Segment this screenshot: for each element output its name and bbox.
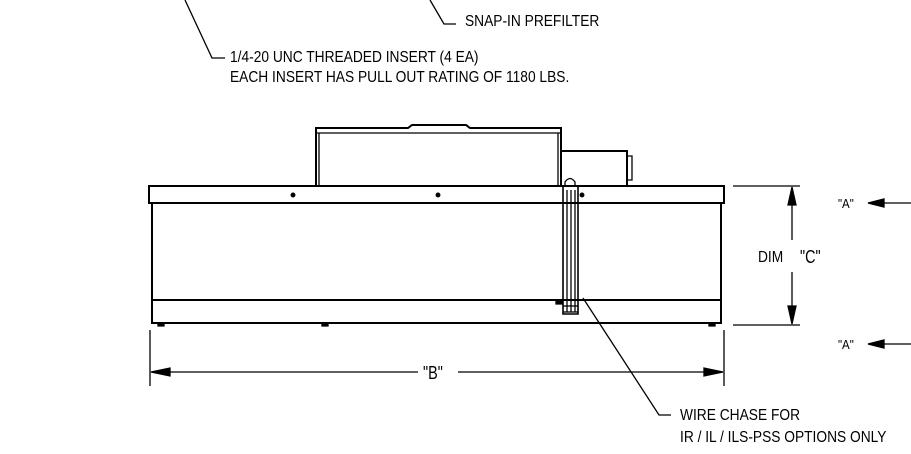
wire-chase bbox=[556, 179, 578, 315]
section-mark-top-label: "A" bbox=[838, 196, 854, 211]
insert-leader-line bbox=[185, 0, 225, 58]
prefilter-leader-line bbox=[430, 0, 456, 24]
electrical-box bbox=[561, 151, 632, 186]
width-dimension-label: "B" bbox=[423, 363, 443, 383]
wire-chase-leader-line bbox=[583, 298, 671, 415]
main-housing bbox=[149, 186, 724, 326]
section-mark-arrows bbox=[868, 199, 911, 348]
pull-out-rating-callout: EACH INSERT HAS PULL OUT RATING OF 1180 … bbox=[230, 69, 570, 86]
height-dimension-c bbox=[733, 186, 800, 325]
width-dimension-b bbox=[150, 330, 724, 386]
threaded-insert-callout: 1/4-20 UNC THREADED INSERT (4 EA) bbox=[230, 49, 479, 66]
section-mark-bottom-label: "A" bbox=[838, 337, 854, 352]
wire-chase-options-callout: IR / IL / ILS-PSS OPTIONS ONLY bbox=[680, 429, 887, 446]
height-dimension-label: "C" bbox=[800, 247, 821, 267]
blower-housing bbox=[316, 125, 561, 186]
wire-chase-callout: WIRE CHASE FOR bbox=[680, 407, 801, 424]
height-dimension-prefix: DIM bbox=[758, 249, 784, 266]
prefilter-callout: SNAP-IN PREFILTER bbox=[465, 13, 600, 30]
